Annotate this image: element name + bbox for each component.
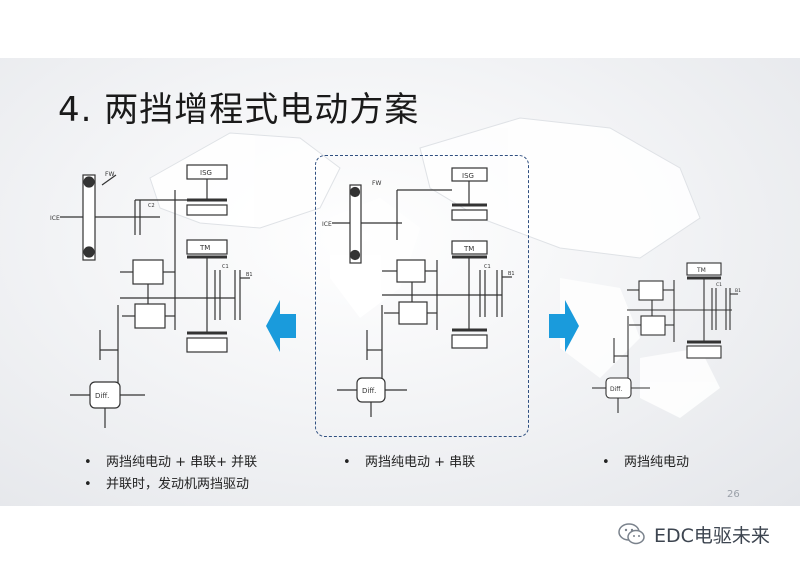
svg-text:C2: C2 — [148, 203, 155, 209]
svg-text:FW: FW — [372, 180, 381, 187]
svg-text:C1: C1 — [716, 282, 722, 288]
left-arrow-icon — [266, 300, 296, 352]
svg-text:C1: C1 — [484, 264, 491, 270]
watermark: EDC电驱未来 — [618, 520, 770, 548]
svg-text:FW: FW — [105, 171, 114, 178]
svg-text:B1: B1 — [735, 288, 741, 294]
bullet-dot: • — [84, 455, 92, 470]
svg-text:ISG: ISG — [462, 172, 474, 180]
svg-text:ICE: ICE — [50, 215, 60, 222]
page-title: 4. 两挡增程式电动方案 — [58, 90, 420, 130]
page-number: 26 — [727, 489, 740, 500]
right-powertrain-diagram: TM C1 B1 Diff. — [592, 262, 741, 413]
svg-text:TM: TM — [463, 245, 474, 253]
svg-text:TM: TM — [696, 267, 706, 274]
right-arrow-icon — [549, 300, 579, 352]
bullet-text: 两挡纯电动 + 串联+ 并联 — [106, 455, 258, 470]
svg-text:B1: B1 — [508, 271, 515, 277]
watermark-text: EDC电驱未来 — [654, 524, 770, 547]
middle-powertrain-diagram: FW ICE ISG TM C1 B1 Diff. — [322, 167, 515, 417]
left-powertrain-diagram: FW ICE ISG TM C2 C1 B1 Diff. — [50, 164, 253, 428]
bullet-dot: • — [602, 455, 610, 470]
svg-text:Diff.: Diff. — [362, 387, 376, 395]
svg-text:C1: C1 — [222, 264, 229, 270]
bullet-dot: • — [343, 455, 351, 470]
selected-scheme-box — [315, 155, 529, 437]
svg-text:ICE: ICE — [322, 221, 332, 228]
bullet-dot: • — [84, 477, 92, 492]
bullet-text: 两挡纯电动 + 串联 — [365, 455, 476, 470]
svg-text:TM: TM — [199, 244, 210, 252]
bullet-text: 两挡纯电动 — [624, 455, 690, 470]
bullet-text: 并联时，发动机两挡驱动 — [106, 477, 250, 492]
wechat-icon — [618, 523, 645, 545]
svg-text:Diff.: Diff. — [95, 392, 109, 400]
svg-text:ISG: ISG — [200, 169, 212, 177]
svg-text:Diff.: Diff. — [610, 386, 622, 393]
svg-text:B1: B1 — [246, 272, 253, 278]
